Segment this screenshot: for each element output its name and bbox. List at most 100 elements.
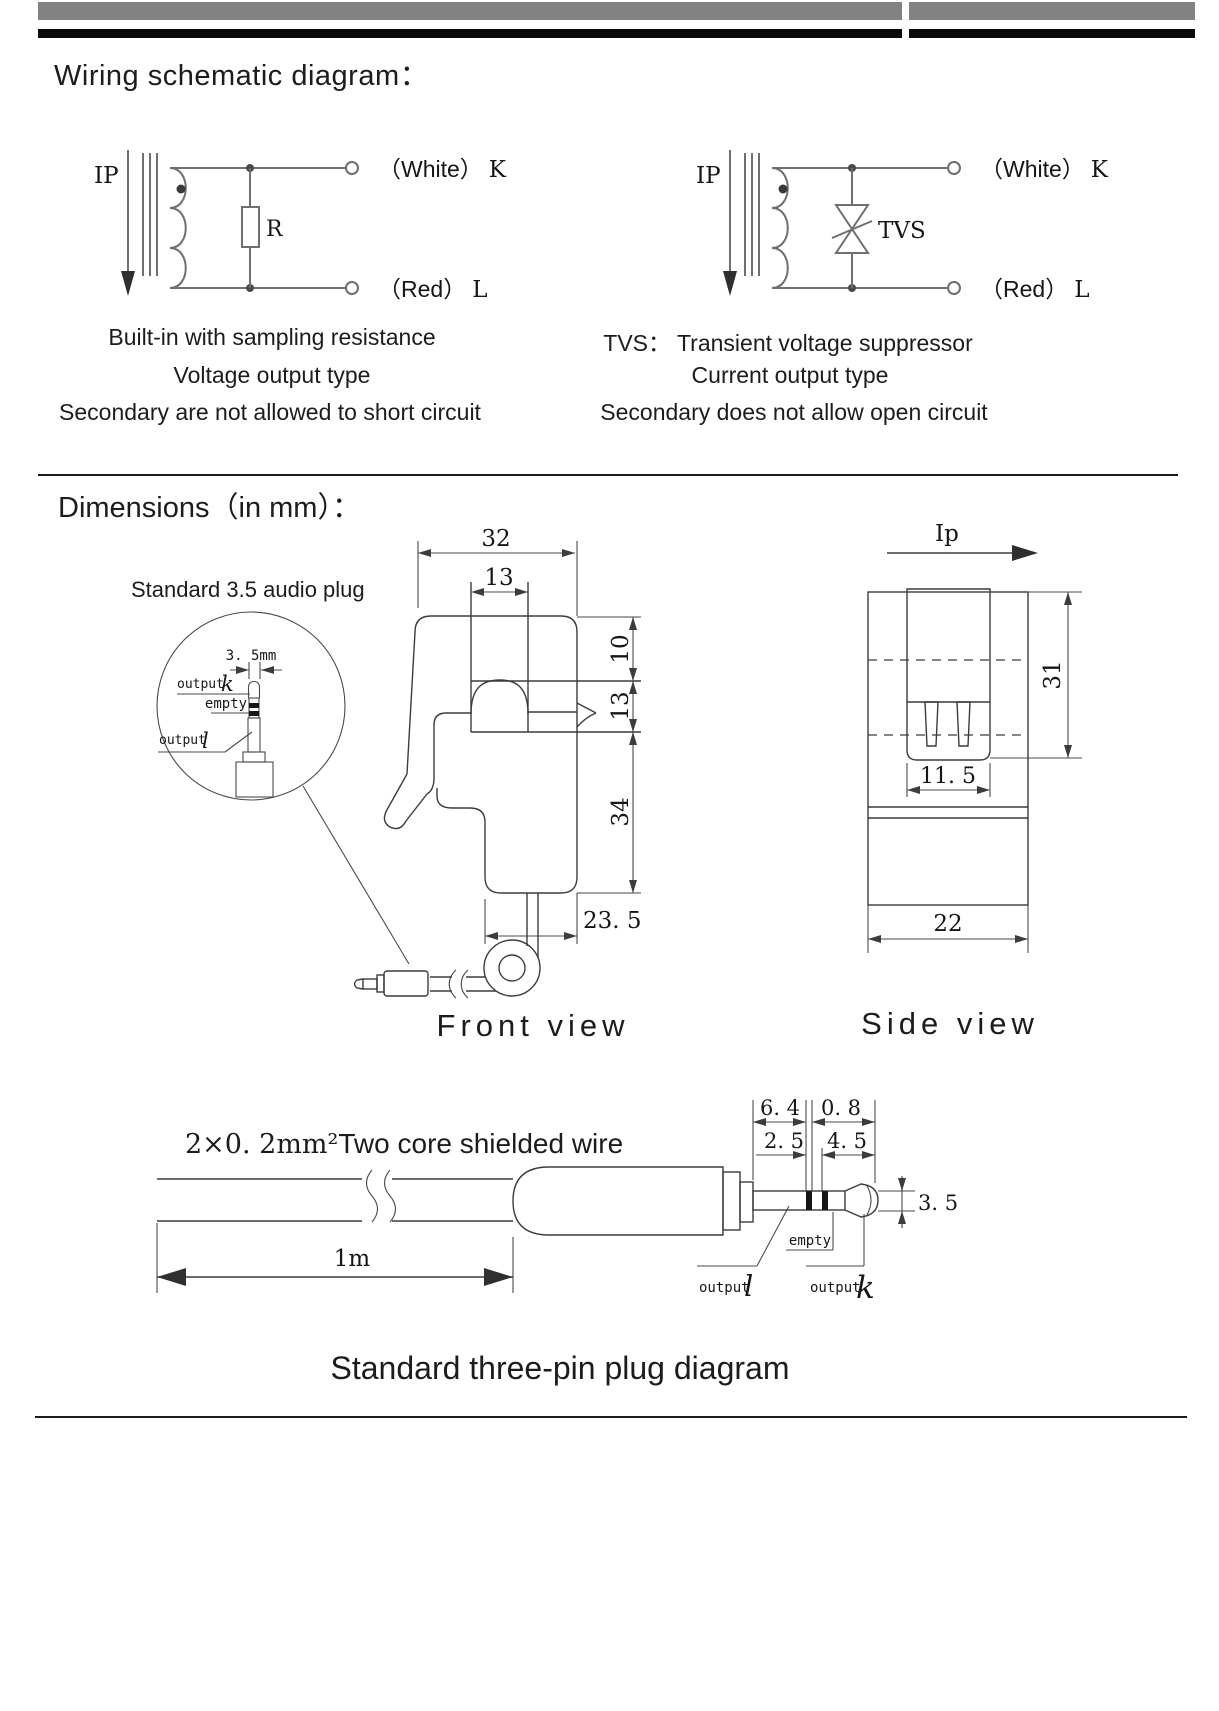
dim-64: 6. 4 (760, 1096, 800, 1120)
detail-leader-line (302, 785, 410, 965)
insulator-ring-1 (806, 1191, 812, 1210)
white-k-label: （White）K (980, 156, 1109, 183)
side-body-outline (867, 591, 1029, 906)
dim-height-31: 31 (1040, 660, 1066, 689)
empty-ring-text: empty (205, 696, 247, 712)
dim-08: 0. 8 (821, 1096, 861, 1120)
right-circuit-note-1: TVS： Transient voltage suppressor (603, 330, 973, 356)
left-circuit-note-3: Secondary are not allowed to short circu… (59, 399, 481, 425)
plug-collar (242, 751, 266, 763)
k-pin-label: k (856, 1270, 875, 1306)
header-gray-bar-left (38, 2, 902, 20)
plug-barrel (512, 1166, 724, 1236)
dim-45: 4. 5 (827, 1129, 867, 1153)
empty-ring-text: empty (789, 1233, 831, 1249)
primary-current-label: IP (94, 163, 119, 189)
plug-shaft (752, 1190, 846, 1211)
terminal-l (947, 281, 961, 295)
primary-arrowhead (723, 271, 737, 296)
plug-width-dim: 3. 5mm (226, 648, 277, 664)
latch-notch (576, 702, 597, 728)
right-circuit-note-2: Current output type (691, 362, 889, 388)
output-k-text: output (177, 677, 224, 692)
dim-width-115: 11. 5 (920, 764, 976, 789)
wire-spec-name: Two core shielded wire (338, 1128, 624, 1159)
front-view-label: Front view (436, 1008, 630, 1043)
wiring-section-title: Wiring schematic diagram： (54, 60, 430, 92)
side-view-drawing: Ip 31 11. 5 22 (867, 521, 1082, 953)
cable-break-mark (365, 1169, 397, 1223)
wire-channel-dome (470, 679, 529, 715)
plug-diagram-title: Standard three-pin plug diagram (330, 1350, 790, 1386)
plug-body (235, 761, 274, 798)
latch-pin-right (956, 701, 971, 747)
polarity-dot (778, 184, 788, 194)
polarity-dot (176, 184, 186, 194)
dim-bottom-235: 23. 5 (583, 908, 642, 934)
output-l-text: output (159, 733, 206, 748)
cable-loop-outer (483, 939, 541, 997)
resistor-symbol (241, 206, 260, 248)
cable-loop-inner (498, 954, 526, 982)
section-divider-top (38, 474, 1178, 476)
secondary-coil (169, 167, 187, 289)
dim-window-13: 13 (484, 565, 513, 591)
wire-spec-label: 2×0. 2mm²Two core shielded wire (185, 1128, 623, 1160)
wire-spec-value: 2×0. 2mm² (185, 1129, 339, 1160)
white-k-label: （White）K (378, 156, 507, 183)
dim-width-22: 22 (933, 911, 962, 937)
front-view-plug (353, 970, 429, 997)
left-circuit-note-2: Voltage output type (173, 362, 371, 388)
header-black-bar-right (909, 29, 1195, 38)
clamp-jaw-lever (383, 712, 471, 830)
red-l-label: （Red）L (378, 276, 487, 303)
cable-length-label: 1m (334, 1246, 371, 1272)
three-pin-plug-drawing: 6. 4 0. 8 2. 5 4. 5 3. 5 empty output l (156, 1096, 958, 1306)
terminal-k (345, 161, 359, 175)
ip-arrowhead (1012, 545, 1038, 561)
right-circuit-note-3: Secondary does not allow open circuit (600, 399, 988, 425)
tvs-label: TVS (878, 218, 926, 244)
dimensions-section-title: Dimensions（in mm）： (58, 492, 361, 524)
dim-25: 2. 5 (764, 1129, 804, 1153)
output-k-text: output (810, 1280, 861, 1296)
dim-width-32: 32 (481, 526, 510, 552)
clamp-body-outline (406, 615, 578, 894)
dim-height-10: 10 (608, 634, 634, 663)
primary-current-label: IP (696, 163, 721, 189)
audio-plug-caption: Standard 3.5 audio plug (131, 577, 365, 602)
secondary-coil (771, 167, 789, 289)
dim-height-13: 13 (608, 691, 634, 720)
header-black-bar-left (38, 29, 902, 38)
left-circuit-note-1: Built-in with sampling resistance (108, 324, 436, 350)
l-pin-label: l (744, 1269, 753, 1303)
cable-break-mark (448, 969, 469, 999)
side-head-outline (906, 588, 991, 761)
plug-tip (844, 1183, 879, 1218)
tvs-symbol (831, 168, 873, 288)
plug-shaft (247, 717, 261, 753)
resistor-label: R (266, 217, 284, 242)
circuit-current-output: IP TVS （White）K （Red）L (696, 150, 1109, 303)
terminal-l (345, 281, 359, 295)
plug-step (739, 1181, 754, 1223)
latch-pin-left (924, 701, 939, 747)
side-view-label: Side view (861, 1006, 1039, 1041)
output-l-text: output (699, 1280, 750, 1296)
terminal-k (947, 161, 961, 175)
insulator-ring-2 (822, 1191, 828, 1210)
plug-collar (722, 1171, 741, 1231)
red-l-label: （Red）L (980, 276, 1089, 303)
primary-arrowhead (121, 271, 135, 296)
plug-tip (247, 680, 261, 699)
l-pin-label: l (202, 729, 209, 753)
k-pin-label: k (221, 672, 234, 696)
ip-flow-label: Ip (935, 521, 959, 547)
section-divider-bottom (35, 1416, 1187, 1418)
detail-circle (156, 611, 346, 801)
circuit-voltage-output: IP R （White）K （Red）L (94, 150, 507, 303)
dim-height-34: 34 (608, 797, 634, 826)
dim-35: 3. 5 (918, 1191, 958, 1215)
